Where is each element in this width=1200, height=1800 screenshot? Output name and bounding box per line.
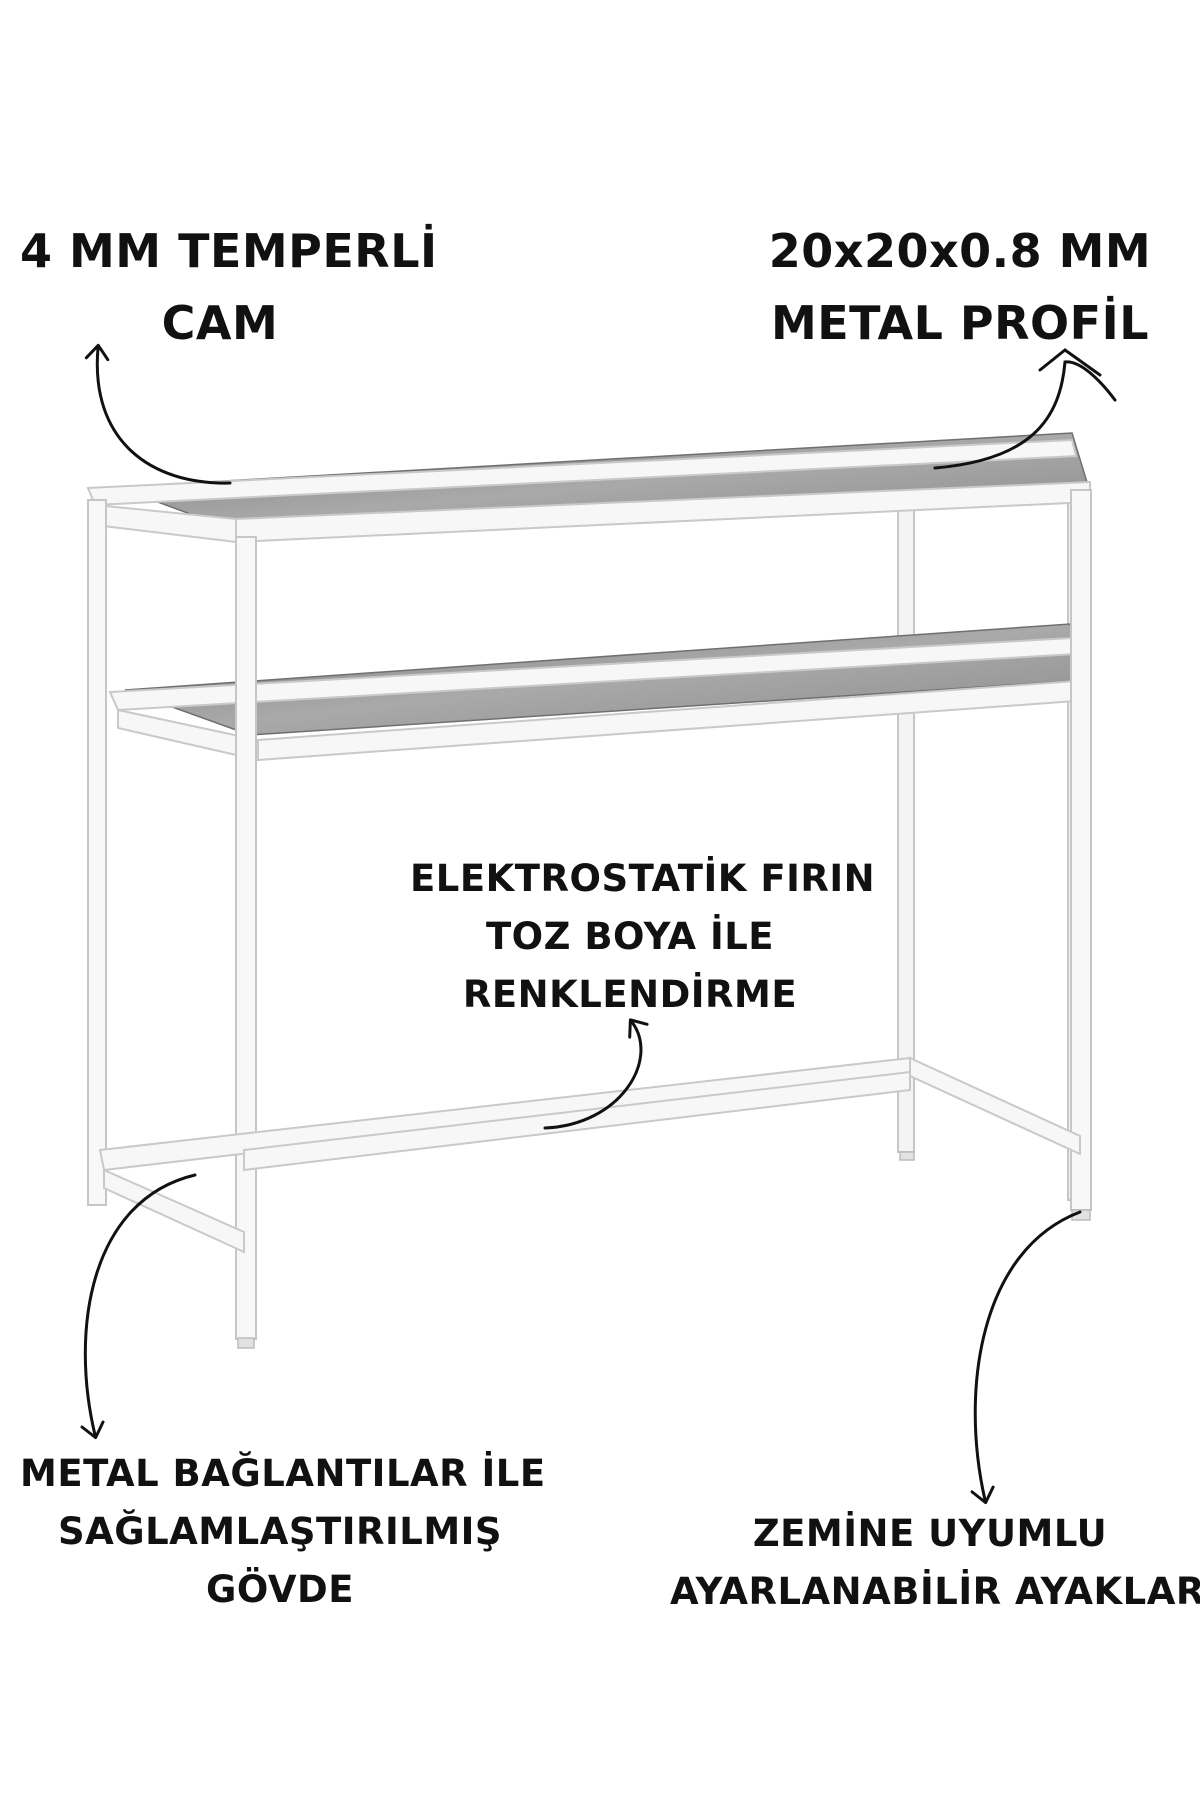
label-line: CAM [161,296,279,350]
arrow-profile [933,360,1117,470]
label-line: 20x20x0.8 MM [768,224,1152,278]
label-line: ELEKTROSTATİK FIRIN [410,857,876,900]
label-line: AYARLANABİLİR AYAKLAR [670,1570,1200,1613]
annotation-arrows [80,343,1117,1505]
label-line: SAĞLAMLAŞTIRILMIŞ [57,1510,503,1553]
back-legs [897,479,1085,1201]
arrow-body [80,1173,197,1440]
label-adjustable-feet: ZEMİNE UYUMLU AYARLANABİLİR AYAKLAR [670,1505,1200,1621]
label-tempered-glass: 4 MM TEMPERLİ CAM [20,215,438,359]
label-line: ZEMİNE UYUMLU [752,1512,1108,1555]
label-line: RENKLENDİRME [462,973,798,1016]
label-line: TOZ BOYA İLE [485,915,775,958]
arrow-profile-head [1038,348,1102,377]
label-line: GÖVDE [206,1568,354,1611]
label-line: METAL PROFİL [770,296,1150,350]
label-line: 4 MM TEMPERLİ [20,224,438,278]
arrow-paint [543,1018,649,1130]
label-line: METAL BAĞLANTILAR İLE [20,1452,546,1495]
adjustable-feet [237,1151,1091,1349]
label-reinforced-body: METAL BAĞLANTILAR İLE SAĞLAMLAŞTIRILMIŞ … [20,1445,546,1619]
arrow-feet [970,1210,1082,1505]
bottom-frame [98,1056,1081,1254]
label-powder-coating: ELEKTROSTATİK FIRIN TOZ BOYA İLE RENKLEN… [410,850,876,1024]
label-metal-profile: 20x20x0.8 MM METAL PROFİL [740,215,1180,359]
arrow-glass [84,343,232,485]
